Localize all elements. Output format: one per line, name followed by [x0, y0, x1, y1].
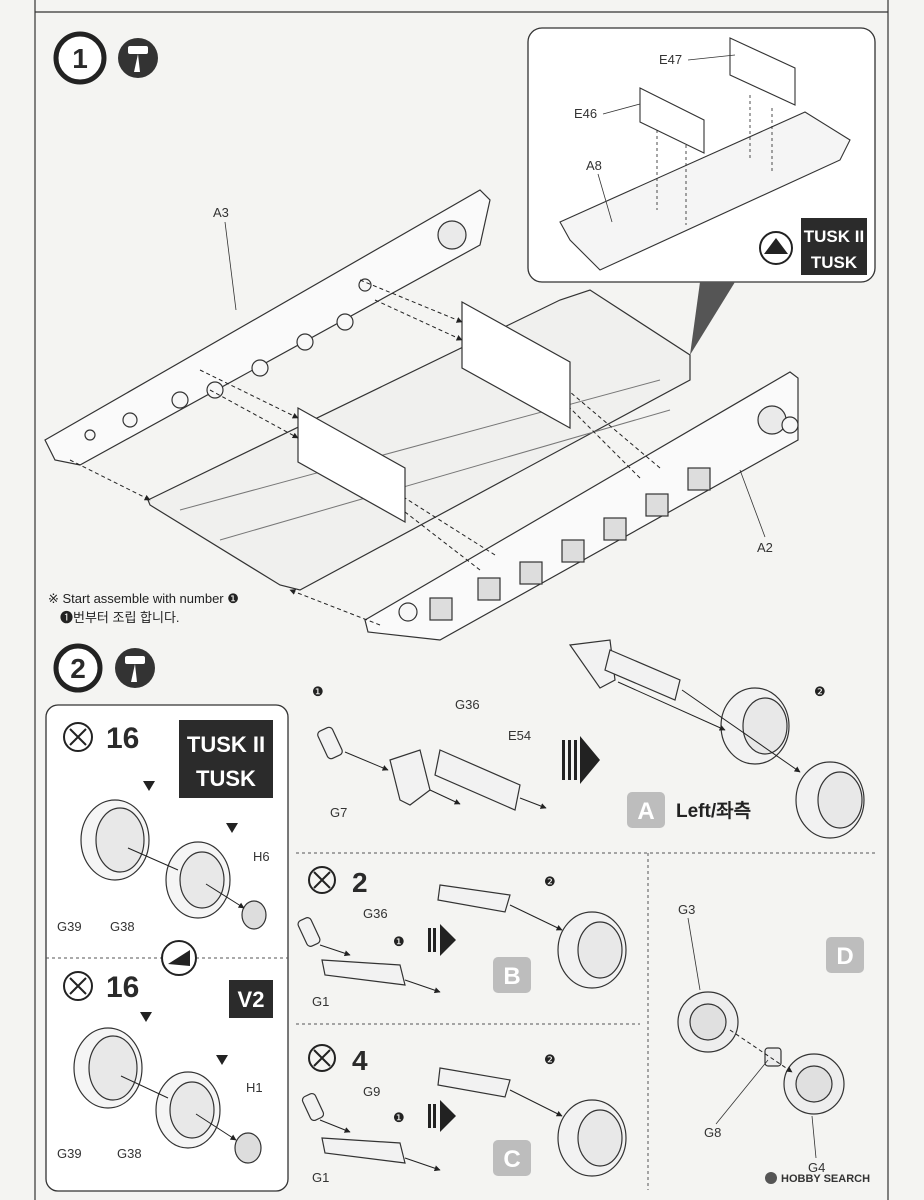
part-label-g8: G8	[704, 1125, 721, 1140]
part-label-g9: G9	[363, 1084, 380, 1099]
cement-icon	[118, 38, 158, 78]
part-label-g38: G38	[117, 1146, 142, 1161]
multiply-icon	[63, 722, 93, 752]
step-number-badge: 1	[53, 31, 107, 85]
quantity-count: 4	[352, 1045, 368, 1076]
svg-text:TUSK: TUSK	[811, 253, 858, 272]
sub-assembly-c: 4 ❶ ❷ G9 G1 C	[301, 1044, 627, 1185]
svg-text:❶: ❶	[393, 1110, 405, 1125]
part-label-h6: H6	[253, 849, 270, 864]
part-label-e46: E46	[574, 106, 597, 121]
part-label-g38: G38	[110, 919, 135, 934]
part-label-g4: G4	[808, 1160, 825, 1175]
svg-text:A: A	[637, 798, 654, 825]
svg-text:1: 1	[72, 43, 88, 74]
inset-detail: E47 E46 A8 TUSK II TUSK	[527, 27, 876, 355]
note-english: ※ Start assemble with number ❶	[48, 591, 239, 606]
part-label-g39: G39	[57, 1146, 82, 1161]
svg-text:2: 2	[70, 653, 86, 684]
svg-text:❷: ❷	[814, 684, 826, 699]
svg-text:V2: V2	[238, 987, 265, 1012]
sub-assembly-a: ❶ ❷	[312, 639, 865, 839]
svg-text:❷: ❷	[544, 1052, 556, 1067]
sub-letter-badge	[826, 937, 864, 973]
step-1: 1	[44, 27, 876, 641]
part-label-g39: G39	[57, 919, 82, 934]
multiply-icon	[308, 866, 336, 894]
svg-text:D: D	[836, 943, 853, 970]
part-label-g3: G3	[678, 902, 695, 917]
quantity-count: 16	[106, 971, 139, 1004]
part-label-g7: G7	[330, 805, 347, 820]
sub-letter-badge	[493, 1140, 531, 1176]
sub-assembly-d: D G3 G8 G4	[677, 902, 864, 1175]
next-step-arrow-icon	[428, 1100, 456, 1132]
sub-letter-badge	[627, 792, 665, 828]
side-label: Left/좌측	[676, 800, 751, 822]
quantity-count: 2	[352, 867, 368, 898]
step-number-badge: 2	[53, 643, 103, 693]
part-label-e47: E47	[659, 52, 682, 67]
svg-text:TUSK II: TUSK II	[187, 732, 265, 757]
sub-assembly-b: 2 ❶ ❷ G36 G1 B	[297, 866, 627, 1009]
part-label-a2: A2	[757, 540, 773, 555]
variant-badge	[229, 980, 273, 1018]
quantity-count: 16	[106, 722, 139, 755]
svg-text:❶: ❶	[393, 934, 405, 949]
part-label-a8: A8	[586, 158, 602, 173]
note-korean: ❶번부터 조립 합니다.	[60, 610, 180, 625]
watermark: HOBBY SEARCH	[765, 1172, 870, 1185]
cement-icon	[115, 648, 155, 688]
remove-marker-icon	[759, 231, 793, 265]
svg-text:HOBBY SEARCH: HOBBY SEARCH	[781, 1173, 870, 1185]
road-wheel-panel: 16 TUSK II TUSK G39 G38 H6	[45, 704, 289, 1192]
multiply-icon	[308, 1044, 336, 1072]
sub-letter-badge	[493, 957, 531, 993]
variant-badge	[801, 218, 867, 275]
next-step-arrow-icon	[562, 736, 600, 784]
svg-text:❷: ❷	[544, 874, 556, 889]
variant-badge	[179, 720, 273, 798]
part-label-g1: G1	[312, 1170, 329, 1185]
next-step-arrow-icon	[428, 924, 456, 956]
multiply-icon	[63, 971, 93, 1001]
svg-text:C: C	[503, 1146, 520, 1173]
svg-text:❶: ❶	[312, 684, 324, 699]
svg-text:TUSK: TUSK	[196, 766, 256, 791]
page-frame	[34, 0, 889, 1200]
step-2: 2 16 TUSK II TUSK	[45, 639, 875, 1192]
part-label-g1: G1	[312, 994, 329, 1009]
part-label-h1: H1	[246, 1080, 263, 1095]
svg-text:B: B	[503, 963, 520, 990]
part-label-g36: G36	[363, 906, 388, 921]
part-label-e54: E54	[508, 728, 531, 743]
svg-text:TUSK II: TUSK II	[804, 227, 864, 246]
part-label-a3: A3	[213, 205, 229, 220]
part-label-g36: G36	[455, 697, 480, 712]
hull-diagram	[44, 189, 799, 641]
flip-icon	[161, 940, 197, 976]
